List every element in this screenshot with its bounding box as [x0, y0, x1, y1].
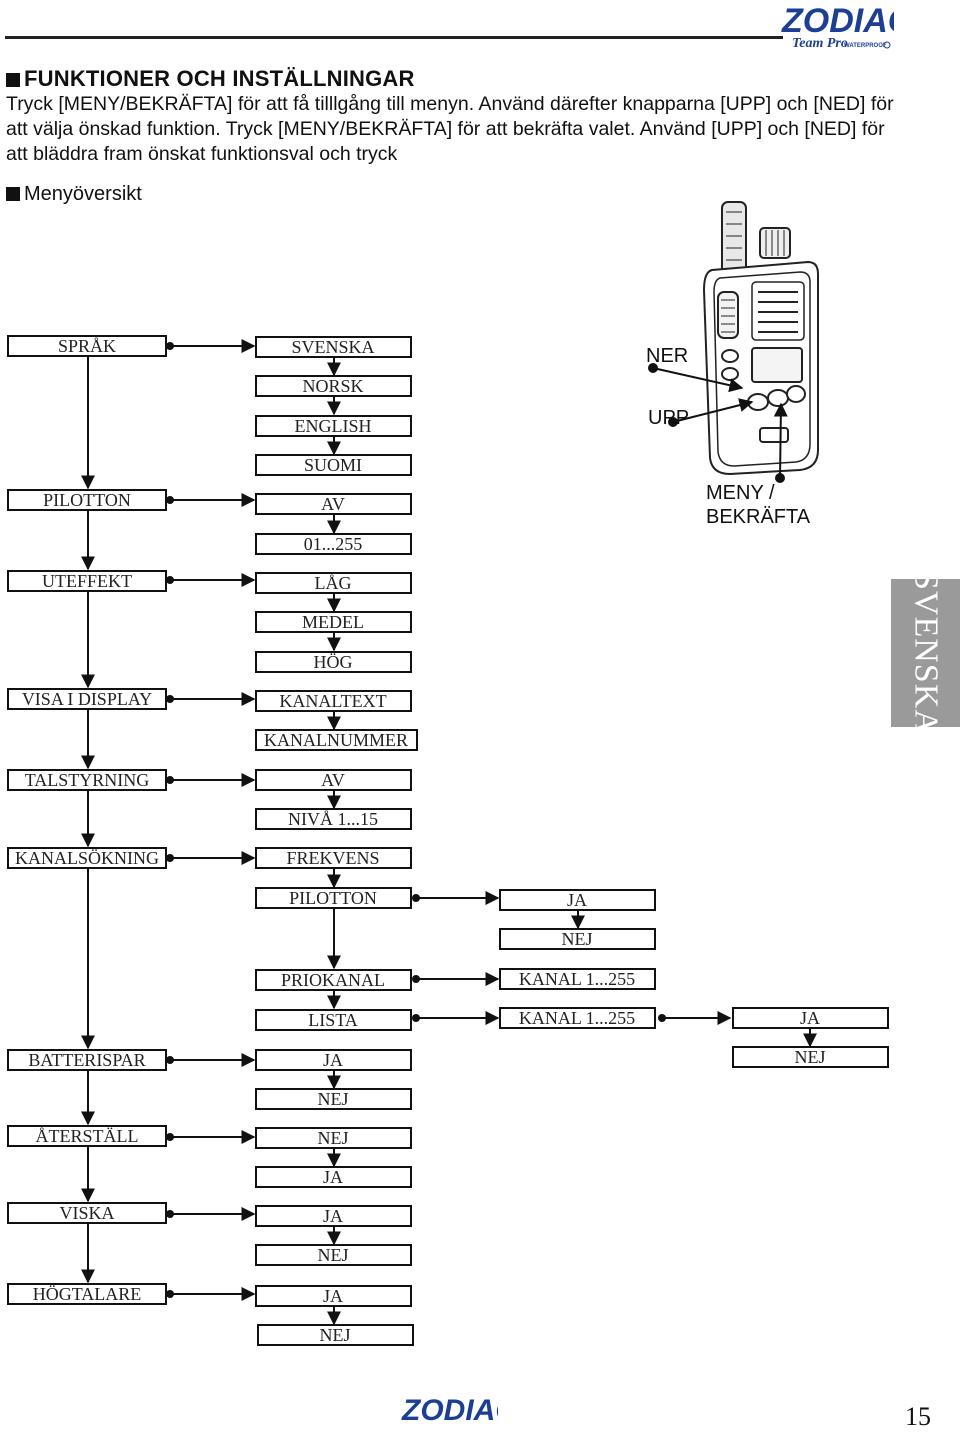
- option-hogtalare-nej: NEJ: [320, 1325, 351, 1345]
- option-aterstall-ja: JA: [323, 1167, 343, 1187]
- option-pilotton-av: AV: [321, 494, 345, 514]
- zodiac-logo-footer: ZODIAC: [401, 1394, 498, 1427]
- label-ner: NER: [646, 345, 688, 367]
- menu-item-uteffekt: UTEFFEKT: [42, 571, 132, 591]
- label-upp: UPP: [648, 407, 689, 429]
- option-frekvens: FREKVENS: [286, 848, 379, 868]
- option-viska-nej: NEJ: [318, 1245, 349, 1265]
- option-medel: MEDEL: [302, 612, 364, 632]
- option-pilotton-ja: JA: [567, 890, 587, 910]
- option-niva: NIVÅ 1...15: [288, 809, 378, 829]
- option-batterispar-nej: NEJ: [318, 1089, 349, 1109]
- menu-item-pilotton: PILOTTON: [43, 490, 131, 510]
- option-svenska: SVENSKA: [291, 337, 374, 357]
- option-kanalnummer: KANALNUMMER: [264, 730, 408, 750]
- option-lista-nej: NEJ: [795, 1047, 826, 1067]
- option-aterstall-nej: NEJ: [318, 1128, 349, 1148]
- side-tab-label: SVENSKA: [907, 571, 945, 735]
- menu-item-talstyrning: TALSTYRNING: [25, 770, 150, 790]
- logo-wordmark: ZODIAC: [781, 2, 894, 40]
- menu-overview-heading-text: Menyöversikt: [24, 183, 142, 205]
- radio-illustration: [702, 201, 819, 476]
- right-column-boxes: JA NEJ KANAL 1...255 KANAL 1...255 JA NE…: [499, 889, 889, 1068]
- menu-item-aterstall: ÅTERSTÄLL: [36, 1126, 139, 1146]
- option-kanaltext: KANALTEXT: [279, 691, 386, 711]
- bullet-square-icon: [6, 73, 20, 87]
- option-english: ENGLISH: [295, 416, 372, 436]
- left-column-boxes: SPRÅK PILOTTON UTEFFEKT VISA I DISPLAY T…: [7, 335, 167, 1305]
- option-viska-ja: JA: [323, 1206, 343, 1226]
- option-lag: LÅG: [315, 573, 352, 593]
- option-priokanal-range: KANAL 1...255: [519, 969, 635, 989]
- option-priokanal: PRIOKANAL: [281, 970, 385, 990]
- option-pilotton-range: 01...255: [304, 534, 363, 554]
- option-kanalsokning-pilotton: PILOTTON: [289, 888, 377, 908]
- option-norsk: NORSK: [302, 376, 363, 396]
- option-pilotton-nej: NEJ: [562, 929, 593, 949]
- option-hogtalare-ja: JA: [323, 1286, 343, 1306]
- section-heading: FUNKTIONER OCH INSTÄLLNINGAR: [6, 66, 415, 92]
- section-heading-text: FUNKTIONER OCH INSTÄLLNINGAR: [24, 66, 415, 91]
- option-batterispar-ja: JA: [323, 1050, 343, 1070]
- menu-item-sprak: SPRÅK: [58, 336, 116, 356]
- option-suomi: SUOMI: [304, 455, 362, 475]
- middle-column-connectors: [327, 357, 817, 1326]
- option-talstyrning-av: AV: [321, 770, 345, 790]
- option-hog: HÖG: [314, 652, 353, 672]
- menu-item-visa-i-display: VISA I DISPLAY: [22, 689, 152, 709]
- option-lista-range: KANAL 1...255: [519, 1008, 635, 1028]
- middle-column-boxes: SVENSKA NORSK ENGLISH SUOMI AV 01...255 …: [255, 336, 418, 1346]
- menu-overview-heading: Menyöversikt: [6, 183, 142, 206]
- menu-item-hogtalare: HÖGTALARE: [33, 1284, 142, 1304]
- option-lista-ja: JA: [800, 1008, 820, 1028]
- bullet-square-icon: [6, 187, 20, 201]
- intro-paragraph: Tryck [MENY/BEKRÄFTA] för att få tilllgå…: [6, 93, 894, 165]
- logo-tagline: Team Pro: [792, 36, 848, 51]
- label-bekrafta: BEKRÄFTA: [706, 506, 811, 528]
- header-rule: [5, 36, 783, 39]
- menu-item-viska: VISKA: [59, 1203, 114, 1223]
- radio-label-pointers: [648, 363, 788, 483]
- menu-item-batterispar: BATTERISPAR: [28, 1050, 145, 1070]
- language-side-tab: SVENSKA: [891, 571, 960, 735]
- footer-logo-wordmark: ZODIAC: [401, 1394, 498, 1427]
- horizontal-connectors: [166, 339, 732, 1301]
- option-lista: LISTA: [308, 1010, 358, 1030]
- label-meny: MENY /: [706, 482, 775, 504]
- zodiac-logo: ZODIAC Team Pro WATERPROOF: [781, 2, 894, 51]
- menu-item-kanalsokning: KANALSÖKNING: [15, 848, 159, 868]
- page-number: 15: [905, 1402, 931, 1431]
- logo-subtag: WATERPROOF: [844, 43, 887, 49]
